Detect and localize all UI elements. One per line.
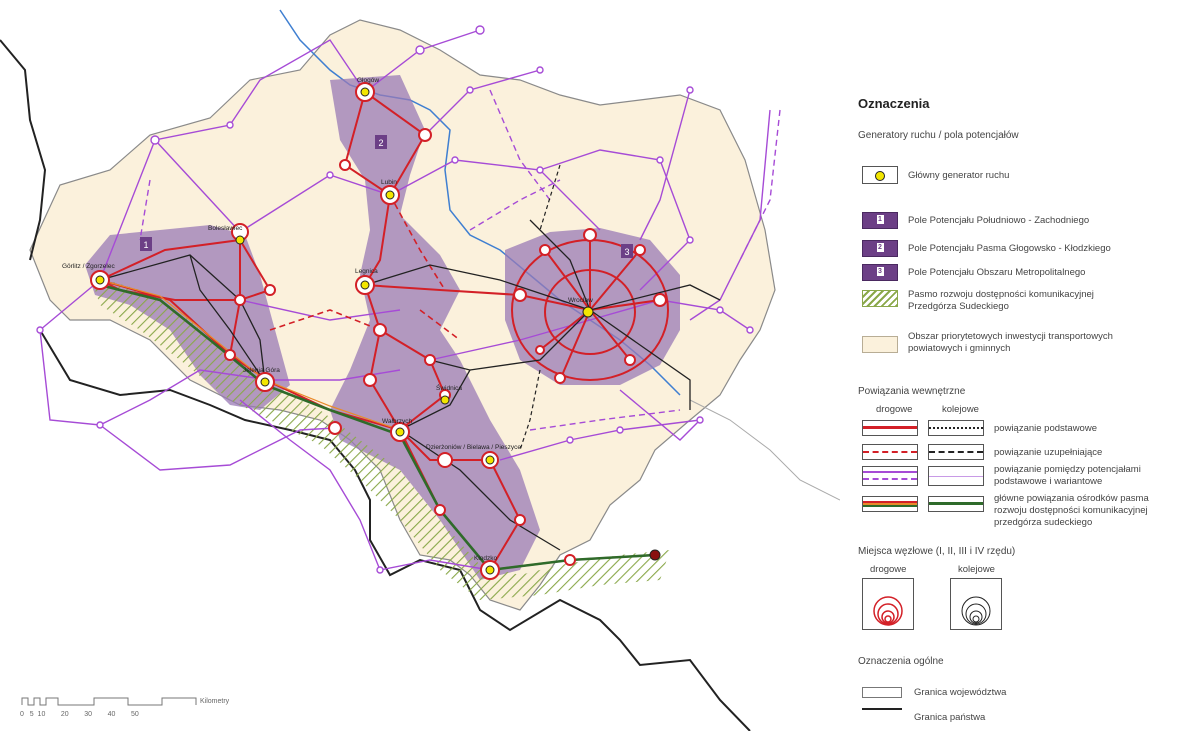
legend-main-generator: Główny generator ruchu (908, 170, 1010, 181)
label-dzierzoniow: Dzierżoniów / Bielawa / Pieszyce (426, 444, 521, 451)
legend-rail-node-swatch (950, 578, 1002, 630)
main-generators (95, 87, 594, 575)
rail-links-dashed (519, 164, 561, 451)
label-glogow: Głogów (357, 77, 379, 84)
legend-priority-swatch (862, 336, 898, 353)
field-badges: 1 2 3 (140, 135, 633, 258)
legend-title: Oznaczenia (858, 96, 930, 111)
rail-node-icon (961, 596, 991, 626)
legend-field-sw-swatch: 1 (862, 212, 898, 229)
legend-field-gk: Pole Potencjału Pasma Głogowsko - Kłodzk… (908, 243, 1111, 254)
legend-voivodeship-border: Granica województwa (914, 687, 1007, 698)
generator-icon (875, 171, 885, 181)
label-lubin: Lubin (381, 179, 397, 186)
legend-nodes-road: drogowe (870, 564, 907, 575)
scale-ticks: 0 5 10 20 30 40 50 (20, 711, 139, 718)
legend-main-band-links: główne powiązania ośrodków pasma rozwoju… (994, 493, 1149, 528)
region-map: 1 2 3 Głogów Lubin Bolesławiec Görlitz /… (0, 9, 840, 731)
purple-nodes (36, 25, 754, 574)
label-walbrzych: Wałbrzych (382, 418, 412, 425)
legend-field-metro: Pole Potencjału Obszaru Metropolitalnego (908, 267, 1086, 278)
band-main-link (99, 283, 656, 572)
road-nodes (90, 82, 667, 580)
between-field-links-dashed (139, 89, 781, 431)
band-main-link-road (99, 279, 401, 431)
legend-supp-road-swatch (862, 444, 918, 460)
legend-field-sw: Pole Potencjału Południowo - Zachodniego (908, 215, 1090, 226)
legend-band-road-swatch (862, 496, 918, 512)
legend-road-node-swatch (862, 578, 914, 630)
legend-generator-swatch (862, 166, 898, 184)
legend-between-road-swatch (862, 466, 918, 486)
state-border-east (689, 399, 840, 501)
legend-road-col: drogowe (876, 404, 913, 415)
legend-general-heading: Oznaczenia ogólne (858, 656, 944, 667)
legend-voivodeship-swatch (862, 687, 902, 698)
place-labels: Głogów Lubin Bolesławiec Görlitz / Zgorz… (62, 77, 593, 562)
legend-supplementary-link: powiązanie uzupełniające (994, 447, 1103, 458)
legend-band-rail-swatch (928, 496, 984, 512)
legend-rail-col: kolejowe (942, 404, 979, 415)
scale-bar (21, 697, 197, 706)
legend-nodes-heading: Miejsca węzłowe (I, II, III i IV rzędu) (858, 546, 1016, 557)
legend-basic-rail-swatch (928, 420, 984, 436)
label-legnica: Legnica (355, 268, 378, 275)
badge-sw: 1 (143, 240, 148, 250)
legend-basic-road-swatch (862, 420, 918, 436)
legend-between-fields-link: powiązanie pomiędzy potencjałami podstaw… (994, 464, 1141, 487)
legend-generators-heading: Generatory ruchu / pola potencjałów (858, 130, 1019, 141)
legend-priority-area: Obszar priorytetowych inwestycji transpo… (908, 331, 1113, 354)
legend: Oznaczenia Generatory ruchu / pola poten… (848, 0, 1173, 731)
label-zgorzelec: Görlitz / Zgorzelec (62, 263, 115, 270)
rail-links (99, 219, 721, 551)
label-klodzko: Kłodzko (474, 555, 498, 562)
label-jelenia-gora: Jelenia Góra (243, 367, 280, 374)
legend-sudety-band: Pasmo rozwoju dostępności komunikacyjnej… (908, 289, 1094, 312)
badge-metro: 3 (624, 247, 629, 257)
road-node-icon (873, 596, 903, 626)
state-border (0, 39, 751, 731)
road-links-supplementary (269, 194, 461, 341)
label-swidnica: Świdnica (436, 383, 462, 392)
label-wroclaw: Wrocław (568, 297, 593, 304)
legend-state-border: Granica państwa (914, 712, 986, 723)
legend-between-rail-swatch (928, 466, 984, 486)
legend-field-gk-swatch: 2 (862, 240, 898, 257)
sudety-band (90, 275, 670, 600)
legend-basic-link: powiązanie podstawowe (994, 423, 1097, 434)
legend-field-metro-swatch: 3 (862, 264, 898, 281)
legend-state-swatch (862, 708, 902, 719)
label-boleslawiec: Bolesławiec (208, 225, 243, 232)
scale-unit: Kilometry (200, 698, 230, 705)
badge-gk: 2 (378, 138, 383, 148)
legend-nodes-rail: kolejowe (958, 564, 995, 575)
legend-sudety-swatch (862, 290, 898, 307)
legend-internal-heading: Powiązania wewnętrzne (858, 386, 966, 397)
legend-supp-rail-swatch (928, 444, 984, 460)
end-node (649, 549, 661, 561)
